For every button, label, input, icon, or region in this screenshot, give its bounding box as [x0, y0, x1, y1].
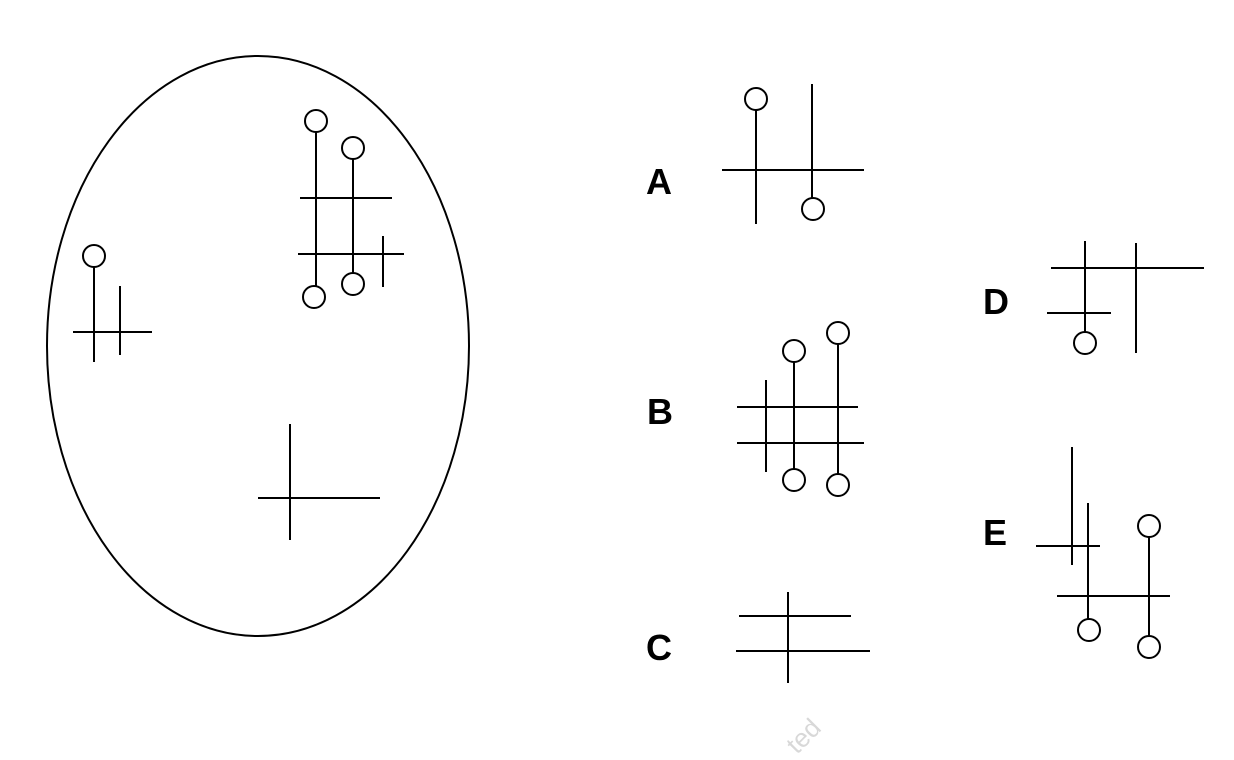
sample-figure-cross: [258, 424, 380, 540]
option-a-figure[interactable]: [722, 84, 864, 224]
sample-figure-left: [73, 244, 152, 362]
pin-circle: [302, 285, 326, 309]
container-oval: [46, 55, 470, 637]
pin-circle: [82, 244, 106, 268]
option-e-label: E: [983, 512, 1008, 553]
pin-circle: [782, 339, 806, 363]
pin-circle: [341, 272, 365, 296]
pin-circle: [341, 136, 365, 160]
pin-circle: [304, 109, 328, 133]
option-b-figure[interactable]: [737, 321, 864, 497]
option-c-figure[interactable]: [736, 592, 870, 683]
option-d-label: D: [983, 281, 1009, 322]
sample-group: [46, 55, 470, 637]
sample-figure-top: [298, 109, 404, 309]
option-b-label: B: [647, 391, 673, 432]
pin-circle: [782, 468, 806, 492]
option-a-label: A: [646, 161, 672, 202]
option-c-label: C: [646, 627, 672, 668]
option-d-figure[interactable]: [1047, 241, 1204, 355]
puzzle-figure: [46, 55, 1204, 683]
pin-circle: [801, 197, 825, 221]
pin-circle: [744, 87, 768, 111]
option-e-figure[interactable]: [1036, 447, 1170, 659]
pin-circle: [1137, 635, 1161, 659]
pin-circle: [826, 321, 850, 345]
pin-circle: [1073, 331, 1097, 355]
pin-circle: [1137, 514, 1161, 538]
pin-circle: [1077, 618, 1101, 642]
pin-circle: [826, 473, 850, 497]
